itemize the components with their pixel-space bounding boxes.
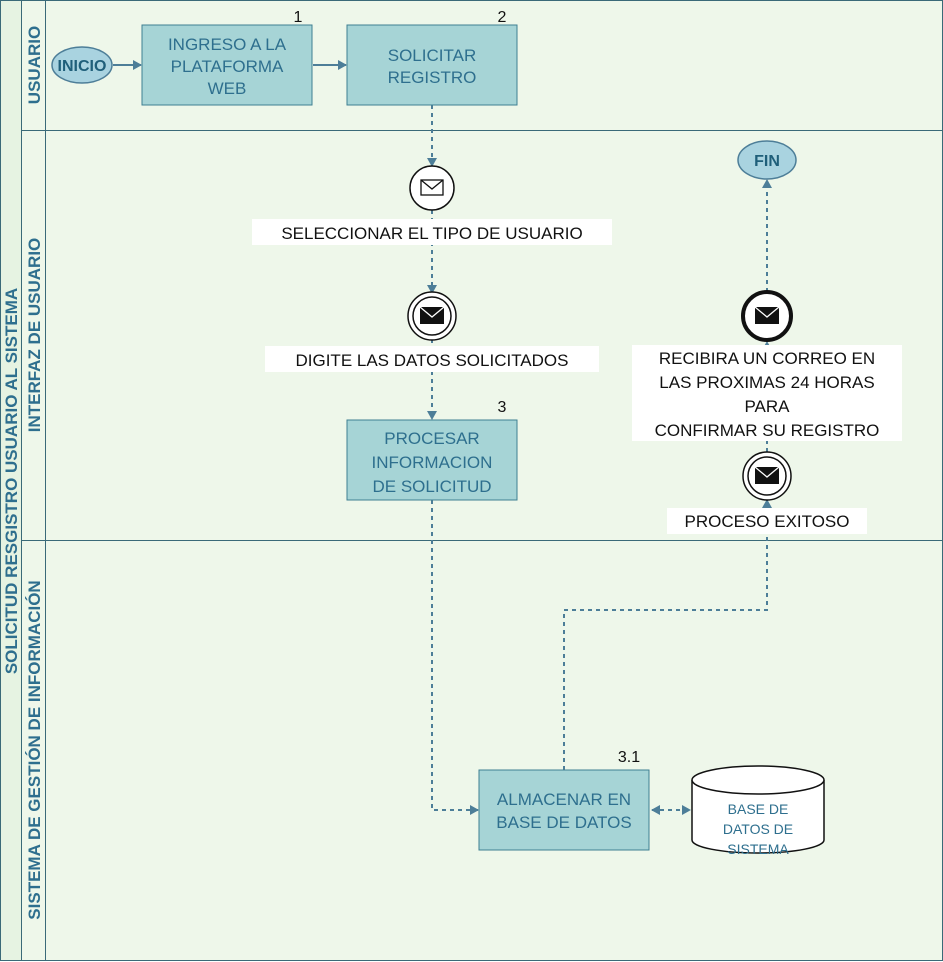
event4-line4: CONFIRMAR SU REGISTRO — [655, 421, 880, 440]
filled-envelope-icon — [754, 306, 780, 324]
envelope-icon — [420, 179, 444, 196]
task31-number: 3.1 — [618, 749, 640, 766]
datastore-base-datos[interactable]: BASE DE DATOS DE SISTEMA — [691, 765, 825, 857]
lane-label-usuario: USUARIO — [25, 26, 44, 104]
start-label: INICIO — [58, 58, 107, 75]
event4-line3: PARA — [744, 397, 790, 416]
event1-label: SELECCIONAR EL TIPO DE USUARIO — [281, 224, 582, 243]
start-event[interactable]: INICIO — [51, 46, 113, 84]
pool-title: SOLICITUD RESGISTRO USUARIO AL SISTEMA — [2, 288, 21, 674]
task3-line1: PROCESAR — [384, 429, 479, 448]
event2-label-bg — [265, 346, 599, 372]
task1-line1: INGRESO A LA — [168, 35, 287, 54]
task2-number: 2 — [498, 9, 507, 26]
task2-line2: REGISTRO — [388, 68, 477, 87]
task-solicitar-registro[interactable]: SOLICITAR REGISTRO — [346, 24, 518, 106]
task1-number: 1 — [294, 9, 303, 26]
event-seleccionar-tipo[interactable] — [409, 165, 455, 211]
task31-line2: BASE DE DATOS — [496, 813, 631, 832]
filled-envelope-icon — [754, 466, 780, 484]
lane-label-interfaz: INTERFAZ DE USUARIO — [25, 238, 44, 433]
datastore-line3: SISTEMA — [727, 841, 789, 857]
event-digite-datos[interactable] — [407, 291, 457, 341]
lane-sistema — [21, 540, 943, 961]
task2-line1: SOLICITAR — [388, 46, 476, 65]
task-ingreso-plataforma[interactable]: INGRESO A LA PLATAFORMA WEB — [141, 24, 313, 106]
lane-label-sistema: SISTEMA DE GESTIÓN DE INFORMACIÓN — [25, 580, 44, 919]
event4-label-bg — [632, 345, 902, 441]
filled-envelope-icon — [419, 306, 445, 324]
event-proceso-exitoso[interactable] — [742, 451, 792, 501]
task1-line3: WEB — [208, 79, 247, 98]
task3-line2: INFORMACION — [372, 453, 493, 472]
end-label: FIN — [754, 153, 780, 170]
event1-label-bg — [252, 219, 612, 245]
event3-label-bg — [667, 508, 867, 534]
event-recibira-correo[interactable] — [741, 290, 793, 342]
flow-task31-to-success — [563, 499, 772, 770]
task-procesar-informacion[interactable]: PROCESAR INFORMACION DE SOLICITUD — [346, 419, 518, 501]
task1-line2: PLATAFORMA — [171, 57, 284, 76]
task3-line3: DE SOLICITUD — [372, 477, 491, 496]
task-almacenar-bd[interactable]: ALMACENAR EN BASE DE DATOS — [478, 769, 650, 851]
task3-number: 3 — [498, 399, 507, 416]
end-event[interactable]: FIN — [737, 140, 797, 180]
event4-line1: RECIBIRA UN CORREO EN — [659, 349, 875, 368]
task31-line1: ALMACENAR EN — [497, 790, 631, 809]
datastore-line1: BASE DE — [728, 801, 789, 817]
event4-line2: LAS PROXIMAS 24 HORAS — [659, 373, 874, 392]
event2-label: DIGITE LAS DATOS SOLICITADOS — [295, 351, 568, 370]
event3-label: PROCESO EXITOSO — [684, 512, 849, 531]
datastore-line2: DATOS DE — [723, 821, 793, 837]
